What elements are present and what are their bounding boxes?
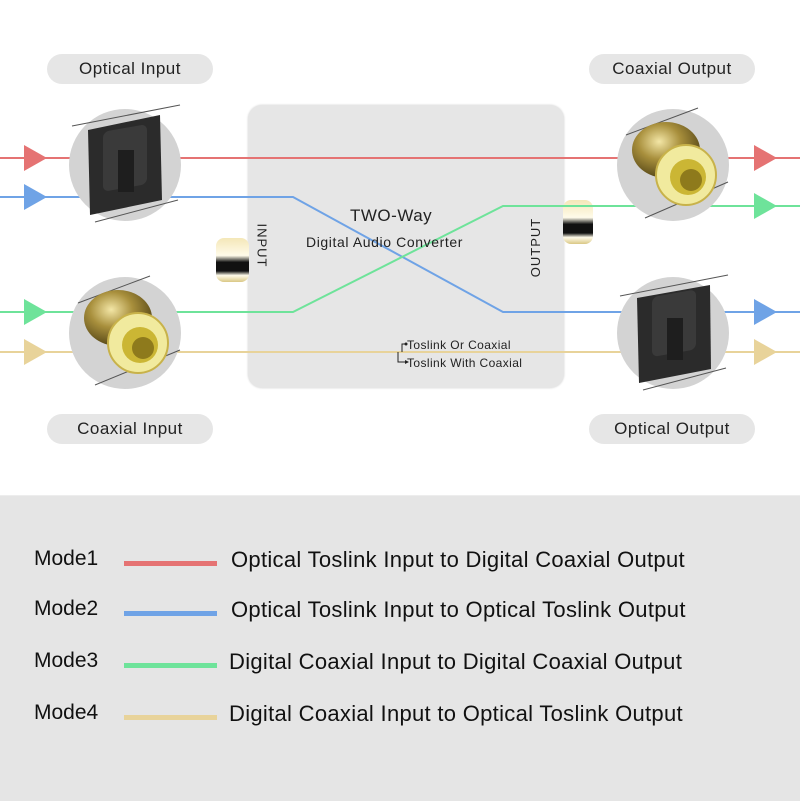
output-arrow-icon-mode2 [754,299,777,325]
bracket-dot-icon [404,342,408,346]
optical-input-port [69,104,181,223]
device-note-1: Toslink Or Coaxial [407,338,511,352]
coaxial-output-label: Coaxial Output [589,54,755,84]
mode-label: Mode3 [34,649,99,672]
converter-device [248,105,564,388]
signal-diagram [0,104,800,391]
mode-description: Optical Toslink Input to Digital Coaxial… [231,547,685,572]
coaxial-input-label: Coaxial Input [47,414,213,444]
legend-panel [0,495,800,801]
output-arrow-icon-mode1 [754,145,777,171]
mode4-color-swatch [124,715,217,720]
mode3-color-swatch [124,663,217,668]
mode-description: Digital Coaxial Input to Digital Coaxial… [229,649,683,674]
device-input-label: INPUT [254,223,270,268]
mode-label: Mode4 [34,701,99,724]
device-output-label: OUTPUT [528,217,544,278]
device-output-jack-icon [563,200,593,244]
coaxial-output-port [617,107,729,221]
device-subtitle: Digital Audio Converter [306,234,463,250]
device-title: TWO-Way [350,206,433,225]
output-arrow-icon-mode3 [754,193,777,219]
device-note-2: Toslink With Coaxial [407,356,523,370]
input-arrow-icon-mode3 [24,299,47,325]
coaxial-input-port [69,275,181,389]
input-arrow-icon-mode4 [24,339,47,365]
optical-output-port [617,274,729,391]
mode-description: Digital Coaxial Input to Optical Toslink… [229,701,683,726]
input-arrow-icon-mode2 [24,184,47,210]
optical-output-label: Optical Output [589,414,755,444]
mode2-color-swatch [124,611,217,616]
device-input-jack-icon [216,238,249,282]
mode-label: Mode1 [34,547,99,570]
optical-input-label: Optical Input [47,54,213,84]
mode1-color-swatch [124,561,217,566]
output-arrow-icon-mode4 [754,339,777,365]
mode-description: Optical Toslink Input to Optical Toslink… [231,597,686,622]
mode-label: Mode2 [34,597,99,620]
bracket-arrow-icon [405,360,409,364]
input-arrow-icon-mode1 [24,145,47,171]
